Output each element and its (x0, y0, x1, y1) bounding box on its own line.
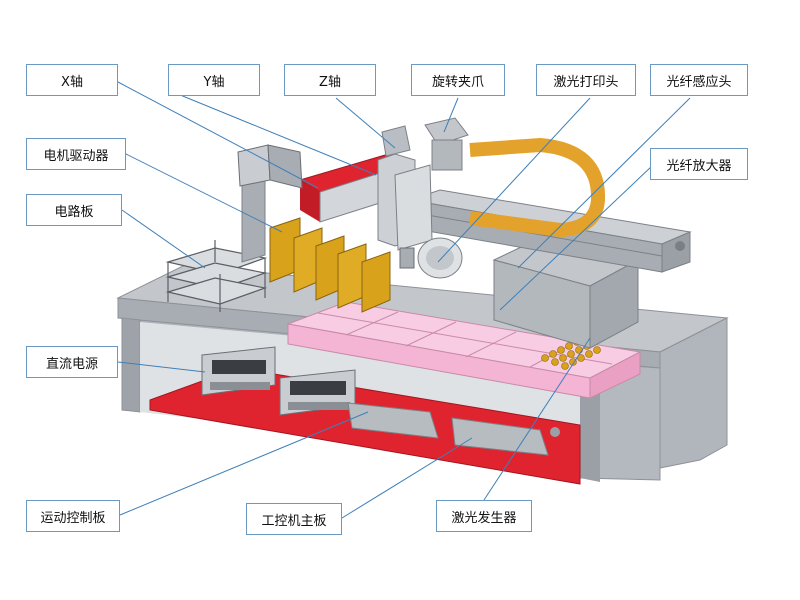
leader-laser-print-head (437, 97, 591, 263)
dc-power-supplies (201, 346, 356, 416)
leader-z-axis (335, 97, 396, 149)
leader-ipc-mainboard (341, 437, 473, 519)
motor-drivers (269, 217, 391, 313)
tube-racks (286, 301, 642, 399)
leader-x-axis (117, 81, 319, 189)
label-laser-generator: 激光发生器 (436, 500, 532, 532)
leader-fiber-amplifier (499, 165, 653, 311)
leader-y-axis (167, 89, 377, 176)
x-axis-motor (237, 144, 271, 187)
label-motion-control-board: 运动控制板 (26, 500, 120, 532)
leader-motor-driver (125, 153, 283, 233)
leader-circuit-board (121, 209, 206, 269)
leader-dc-power (117, 361, 206, 373)
label-y-axis: Y轴 (168, 64, 260, 96)
label-motor-driver: 电机驱动器 (26, 138, 126, 170)
label-rotary-gripper: 旋转夹爪 (411, 64, 505, 96)
leader-fiber-sensor-head (517, 97, 691, 269)
label-x-axis: X轴 (26, 64, 118, 96)
cable-chain (469, 137, 606, 238)
label-fiber-amplifier: 光纤放大器 (650, 148, 748, 180)
label-dc-power: 直流电源 (26, 346, 118, 378)
ipc-board-unit (451, 417, 549, 456)
label-ipc-mainboard: 工控机主板 (246, 503, 342, 535)
leader-laser-generator (483, 337, 591, 501)
label-z-axis: Z轴 (284, 64, 376, 96)
machine-illustration (116, 117, 729, 485)
leader-rotary-gripper (443, 97, 459, 133)
label-laser-print-head: 激光打印头 (536, 64, 636, 96)
leader-lines (117, 81, 691, 519)
label-fiber-sensor-head: 光纤感应头 (650, 64, 748, 96)
label-circuit-board: 电路板 (26, 194, 122, 226)
leader-motion-control-board (119, 411, 369, 516)
circuit-board-stack (165, 240, 268, 312)
